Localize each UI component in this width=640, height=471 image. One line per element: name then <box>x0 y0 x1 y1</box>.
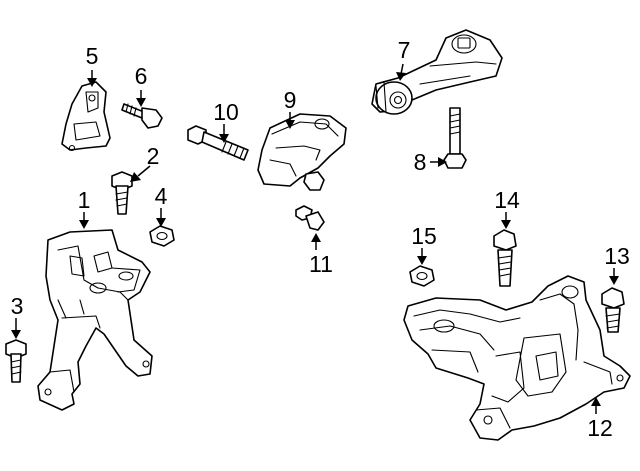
part-2-bolt <box>111 171 133 215</box>
callout-15: 15 <box>411 223 437 249</box>
callout-11: 11 <box>309 251 333 277</box>
part-7-torque-rod <box>371 29 503 115</box>
callout-1: 1 <box>78 187 91 213</box>
callout-10: 10 <box>213 99 239 125</box>
callout-12: 12 <box>587 415 613 441</box>
callout-2: 2 <box>147 143 160 169</box>
part-13-bolt <box>601 287 625 333</box>
callout-8: 8 <box>414 149 427 175</box>
callout-6: 6 <box>135 63 148 89</box>
callout-7: 7 <box>398 37 411 63</box>
callout-3: 3 <box>11 293 24 319</box>
part-12-transmission-mount <box>403 275 631 441</box>
part-5-bracket <box>61 81 111 152</box>
callout-9: 9 <box>284 87 297 113</box>
callout-14: 14 <box>494 187 520 213</box>
part-14-bolt <box>493 229 517 287</box>
callout-labels: 1 2 3 4 5 6 7 8 9 10 11 12 13 14 15 <box>11 37 630 441</box>
part-8-bolt <box>443 107 467 169</box>
part-15-nut <box>409 265 435 287</box>
leader-arrows <box>11 63 619 414</box>
part-3-bolt <box>5 339 27 383</box>
callout-5: 5 <box>86 43 99 69</box>
callout-13: 13 <box>604 243 630 269</box>
part-1-mount-bracket <box>37 229 153 411</box>
part-6-bolt <box>121 103 163 129</box>
part-11-stud <box>295 205 325 231</box>
callout-4: 4 <box>155 183 168 209</box>
part-10-long-bolt <box>187 125 249 161</box>
part-4-nut <box>149 225 175 247</box>
part-9-mount <box>257 113 347 191</box>
